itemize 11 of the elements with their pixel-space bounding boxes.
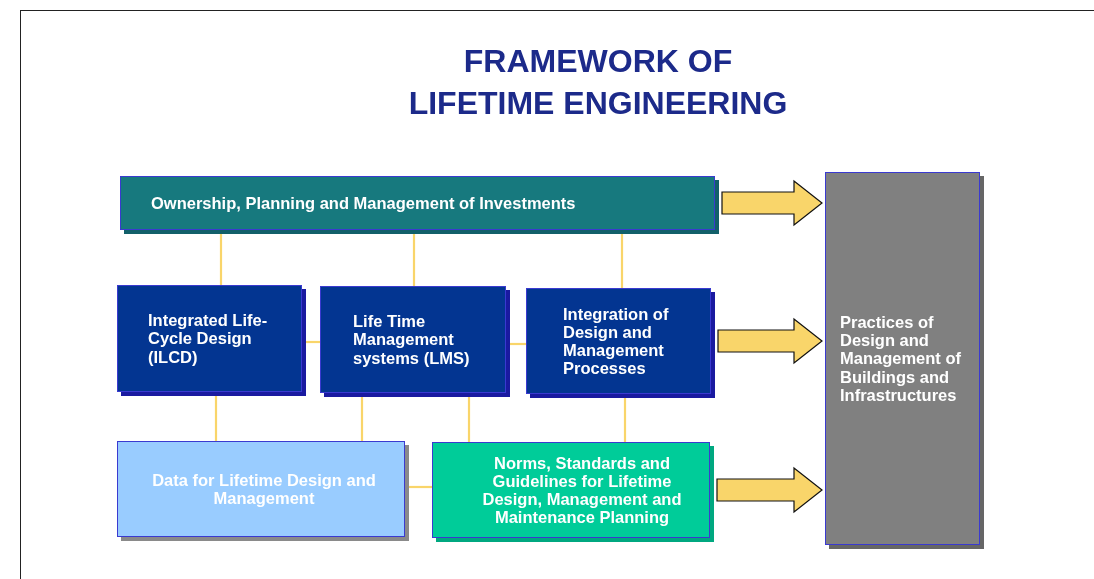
node-label: Practices of Design and Management of Buildings and Infrastructures (840, 313, 962, 404)
node-label: Ownership, Planning and Management of Investments (151, 193, 576, 213)
node-label: Norms, Standards and Guidelines for Lifetime Design, Management and Maintenance Planning (481, 453, 683, 527)
block-arrow (721, 179, 823, 227)
block-arrow (717, 317, 823, 365)
node-label: Integration of Design and Management Processes (563, 304, 670, 378)
node-label: Data for Lifetime Design and Management (151, 470, 377, 508)
node-label: Life Time Management systems (LMS) (353, 312, 471, 367)
diagram-title: FRAMEWORK OF LIFETIME ENGINEERING (407, 42, 789, 123)
block-arrow (716, 466, 823, 514)
node-label: Integrated Life-Cycle Design (ILCD) (148, 311, 269, 366)
